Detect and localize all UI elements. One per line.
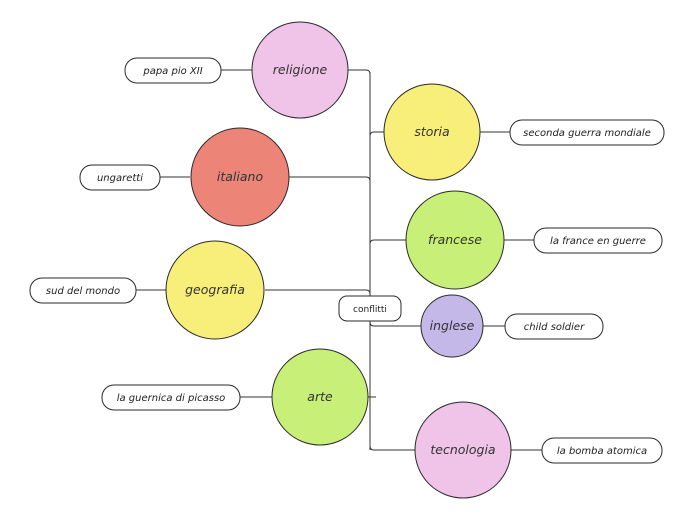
leaf-arte[interactable]: la guernica di picasso xyxy=(101,384,241,411)
leaf-label-italiano: ungaretti xyxy=(97,173,143,184)
leaf-box-tecnologia xyxy=(541,437,663,464)
connector-italiano xyxy=(289,176,371,182)
topic-italiano[interactable]: italiano xyxy=(190,127,290,227)
connectors xyxy=(136,69,542,451)
connector-inglese xyxy=(369,321,421,327)
leaf-storia[interactable]: seconda guerra mondiale xyxy=(509,119,665,146)
leaf-francese[interactable]: la france en guerre xyxy=(533,227,663,254)
circle-storia xyxy=(383,83,481,181)
label-religione: religione xyxy=(273,62,328,77)
leaf-box-francese xyxy=(533,227,663,254)
leaf-label-inglese: child soldier xyxy=(524,322,585,333)
connector-francese xyxy=(369,239,406,245)
connector-geografia xyxy=(265,289,371,295)
center-node[interactable]: conflitti xyxy=(338,295,402,322)
label-arte: arte xyxy=(307,389,333,404)
topic-storia[interactable]: storia xyxy=(383,83,481,181)
leaf-label-religione: papa pio XII xyxy=(142,66,202,77)
label-tecnologia: tecnologia xyxy=(430,442,495,457)
topic-inglese[interactable]: inglese xyxy=(420,294,484,358)
circle-arte xyxy=(271,348,369,446)
leaf-religione[interactable]: papa pio XII xyxy=(124,57,222,84)
circle-francese xyxy=(405,190,505,290)
leaf-label-tecnologia: la bomba atomica xyxy=(557,446,647,457)
leaf-box-geografia xyxy=(29,277,137,304)
leaf-tecnologia[interactable]: la bomba atomica xyxy=(541,437,663,464)
topic-geografia[interactable]: geografia xyxy=(165,240,265,340)
leaf-label-francese: la france en guerre xyxy=(550,236,646,247)
leaf-label-arte: la guernica di picasso xyxy=(117,393,226,404)
leaf-label-storia: seconda guerra mondiale xyxy=(523,128,651,139)
topic-tecnologia[interactable]: tecnologia xyxy=(414,401,512,499)
leaf-box-storia xyxy=(509,119,665,146)
connector-religione xyxy=(348,69,371,75)
center-label: conflitti xyxy=(353,305,387,315)
leaf-box-religione xyxy=(124,57,222,84)
topic-arte[interactable]: arte xyxy=(271,348,369,446)
connector-storia xyxy=(369,131,384,137)
leaf-box-italiano xyxy=(79,164,161,191)
circle-geografia xyxy=(165,240,265,340)
circle-italiano xyxy=(190,127,290,227)
label-francese: francese xyxy=(428,232,482,247)
circle-religione xyxy=(251,21,349,119)
topic-francese[interactable]: francese xyxy=(405,190,505,290)
circle-inglese xyxy=(420,294,484,358)
label-storia: storia xyxy=(414,124,449,139)
topic-religione[interactable]: religione xyxy=(251,21,349,119)
label-inglese: inglese xyxy=(430,318,475,333)
circle-tecnologia xyxy=(414,401,512,499)
label-geografia: geografia xyxy=(185,282,245,297)
leaf-geografia[interactable]: sud del mondo xyxy=(29,277,137,304)
leaf-italiano[interactable]: ungaretti xyxy=(79,164,161,191)
leaf-label-geografia: sud del mondo xyxy=(46,286,120,297)
center-box xyxy=(338,295,402,322)
leaf-box-arte xyxy=(101,384,241,411)
leaf-inglese[interactable]: child soldier xyxy=(504,313,604,340)
connector-tecnologia xyxy=(369,445,415,451)
leaf-box-inglese xyxy=(504,313,604,340)
label-italiano: italiano xyxy=(217,169,264,184)
